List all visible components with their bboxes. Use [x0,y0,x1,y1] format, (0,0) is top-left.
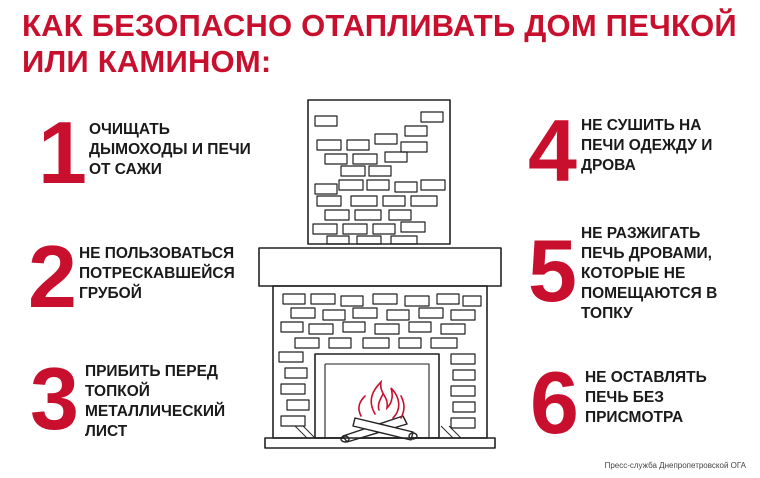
tip-number: 6 [530,353,579,452]
tip-text: ОЧИЩАТЬ ДЫМОХОДЫ И ПЕЧИ ОТ САЖИ [88,121,251,178]
tip-number: 3 [30,349,79,448]
tip-number: 2 [28,227,77,326]
tip-text: НЕ ПОЛЬЗОВАТЬСЯ ПОТРЕСКАВШЕЙСЯ ГРУБОЙ [78,245,235,302]
tip-2: 2 НЕ ПОЛЬЗОВАТЬСЯ ПОТРЕСКАВШЕЙСЯ ГРУБОЙ [28,227,235,326]
tip-1: 1 ОЧИЩАТЬ ДЫМОХОДЫ И ПЕЧИ ОТ САЖИ [38,103,251,202]
tip-6: 6 НЕ ОСТАВЛЯТЬ ПЕЧЬ БЕЗ ПРИСМОТРА [530,353,707,452]
title-line-1: КАК БЕЗОПАСНО ОТАПЛИВАТЬ ДОМ ПЕЧКОЙ [22,8,737,43]
tip-number: 1 [38,103,87,202]
flame-icon [358,379,405,419]
page-title: КАК БЕЗОПАСНО ОТАПЛИВАТЬ ДОМ ПЕЧКОЙ ИЛИ … [22,8,742,80]
tip-number: 5 [528,221,577,320]
fireplace-illustration-icon [258,99,502,449]
body-bricks [278,293,482,429]
tip-text: НЕ ОСТАВЛЯТЬ ПЕЧЬ БЕЗ ПРИСМОТРА [584,369,707,426]
chimney-bricks [312,111,446,245]
tip-5: 5 НЕ РАЗЖИГАТЬ ПЕЧЬ ДРОВАМИ, КОТОРЫЕ НЕ … [528,221,717,324]
tip-text: ПРИБИТЬ ПЕРЕД ТОПКОЙ МЕТАЛЛИЧЕСКИЙ ЛИСТ [84,363,226,440]
tip-number: 4 [528,101,577,200]
mantel-shelf [258,247,502,287]
title-line-2: ИЛИ КАМИНОМ: [22,44,272,79]
press-credit: Пресс-служба Днепропетровской ОГА [604,461,746,470]
tip-4: 4 НЕ СУШИТЬ НА ПЕЧИ ОДЕЖДУ И ДРОВА [528,101,713,200]
tip-text: НЕ РАЗЖИГАТЬ ПЕЧЬ ДРОВАМИ, КОТОРЫЕ НЕ ПО… [580,225,718,322]
hearth-base [264,437,496,449]
tip-3: 3 ПРИБИТЬ ПЕРЕД ТОПКОЙ МЕТАЛЛИЧЕСКИЙ ЛИС… [30,349,226,448]
hearth-hatching [294,425,462,439]
tip-text: НЕ СУШИТЬ НА ПЕЧИ ОДЕЖДУ И ДРОВА [580,117,713,174]
fireplace-body [272,285,488,439]
logs-icon [340,415,418,443]
chimney-outline [307,99,451,245]
firebox-inner [324,363,430,438]
